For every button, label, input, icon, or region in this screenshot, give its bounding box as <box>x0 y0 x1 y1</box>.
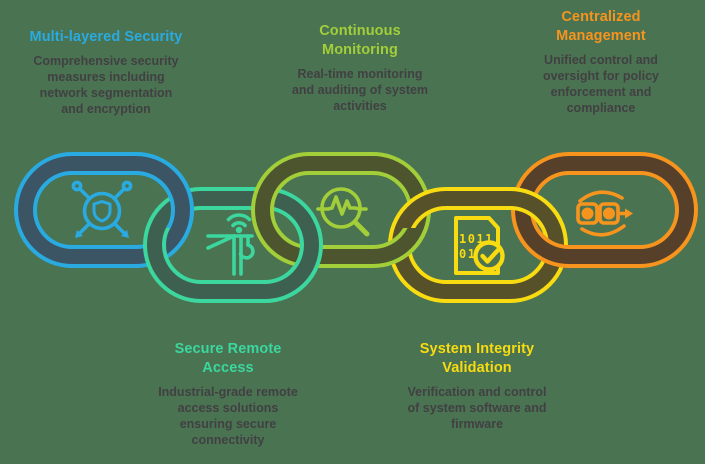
item-centralized-management: Centralized Management Unified control a… <box>509 8 693 116</box>
pulse-magnifier-icon <box>316 187 370 237</box>
shield-network-icon <box>71 180 133 238</box>
binary-doc-check-icon: 1011 01 <box>454 216 505 275</box>
item-continuous-monitoring: Continuous Monitoring Real-time monitori… <box>268 22 452 114</box>
item-description: Industrial-grade remote access solutions… <box>158 385 298 447</box>
item-description: Comprehensive security measures includin… <box>33 54 179 116</box>
item-multi-layered-security: Multi-layered Security Comprehensive sec… <box>4 28 208 117</box>
item-description: Verification and control of system softw… <box>407 385 547 431</box>
item-title: Centralized Management <box>556 9 646 44</box>
item-description: Real-time monitoring and auditing of sys… <box>291 67 429 113</box>
item-title: Secure Remote Access <box>174 341 282 376</box>
svg-text:01: 01 <box>459 247 476 261</box>
item-system-integrity-validation: System Integrity Validation Verification… <box>385 340 569 432</box>
crane-wifi-icon <box>206 213 255 276</box>
sync-devices-icon <box>576 190 633 237</box>
item-title: Multi-layered Security <box>29 29 183 45</box>
item-title: Continuous Monitoring <box>319 23 401 58</box>
item-description: Unified control and oversight for policy… <box>543 53 659 115</box>
item-title: System Integrity Validation <box>419 341 535 376</box>
item-secure-remote-access: Secure Remote Access Industrial-grade re… <box>136 340 320 448</box>
